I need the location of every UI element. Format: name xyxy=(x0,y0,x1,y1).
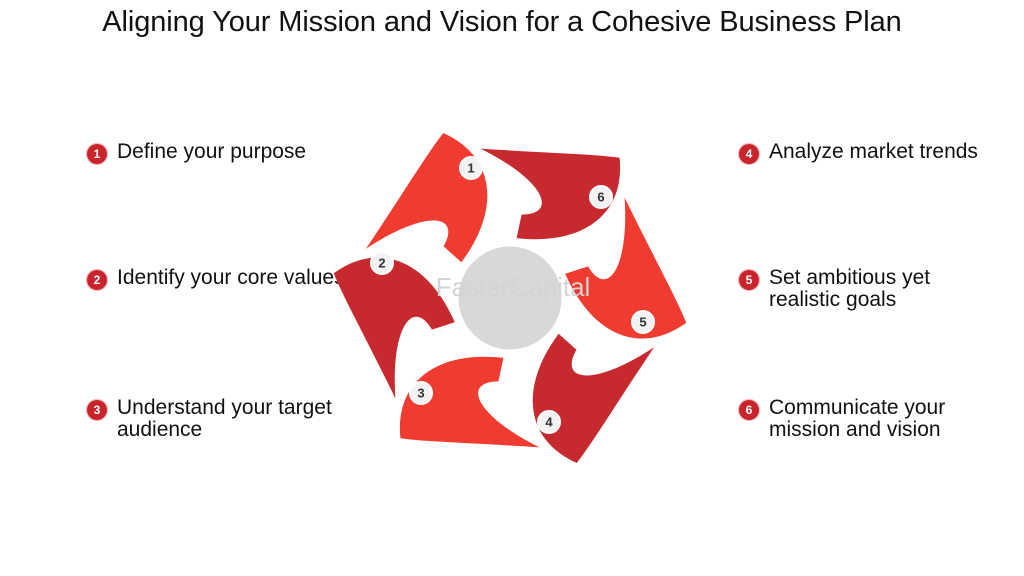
swirl-segment-3 xyxy=(532,333,655,464)
step-item-3: 3 Understand your target audience xyxy=(86,397,346,441)
watermark-text: FasterCapital xyxy=(436,272,591,302)
segment-badge-2: 2 xyxy=(370,251,394,275)
step-badge-3: 3 xyxy=(86,399,108,421)
segment-badge-number: 2 xyxy=(378,256,385,271)
step-label-2: Identify your core values xyxy=(117,266,345,289)
segment-badge-circle xyxy=(370,251,394,275)
swirl-segment-2 xyxy=(565,197,687,339)
segment-badge-6: 6 xyxy=(589,185,613,209)
swirl-segment-4 xyxy=(399,356,540,448)
segment-badge-number: 3 xyxy=(417,386,424,401)
step-badge-4: 4 xyxy=(738,143,760,165)
segment-badge-4: 4 xyxy=(537,410,561,434)
step-label-1: Define your purpose xyxy=(117,140,307,163)
segment-badge-number: 6 xyxy=(597,190,604,205)
segment-badge-5: 5 xyxy=(631,310,655,334)
segment-badge-number: 5 xyxy=(639,315,646,330)
swirl-segment-6 xyxy=(365,132,488,263)
step-label-5: Set ambitious yet realistic goals xyxy=(769,266,931,311)
segment-badge-circle xyxy=(459,156,483,180)
segment-badge-circle xyxy=(631,310,655,334)
segment-badge-3: 3 xyxy=(409,381,433,405)
step-item-1: 1 Define your purpose xyxy=(86,141,346,165)
page-title: Aligning Your Mission and Vision for a C… xyxy=(102,6,902,38)
segment-badge-1: 1 xyxy=(459,156,483,180)
step-item-6: 6 Communicate your mission and vision xyxy=(738,397,998,441)
step-label-4: Analyze market trends xyxy=(769,140,978,163)
center-circle xyxy=(453,241,567,355)
step-item-4: 4 Analyze market trends xyxy=(738,141,998,165)
step-item-5: 5 Set ambitious yet realistic goals xyxy=(738,267,998,311)
segment-badge-number: 1 xyxy=(467,161,474,176)
step-badge-6: 6 xyxy=(738,399,760,421)
swirl-segments xyxy=(333,132,687,464)
step-badge-5: 5 xyxy=(738,269,760,291)
segment-badge-number: 4 xyxy=(545,415,553,430)
swirl-segment-1 xyxy=(480,148,621,240)
segment-badge-circle xyxy=(589,185,613,209)
segment-number-badges: 1 6 5 4 3 2 xyxy=(370,156,655,434)
step-badge-1: 1 xyxy=(86,143,108,165)
step-label-6: Communicate your mission and vision xyxy=(769,396,946,441)
segment-badge-circle xyxy=(537,410,561,434)
step-item-2: 2 Identify your core values xyxy=(86,267,346,291)
swirl-segment-5 xyxy=(333,257,455,399)
step-label-3: Understand your target audience xyxy=(117,396,332,441)
step-badge-2: 2 xyxy=(86,269,108,291)
segment-badge-circle xyxy=(409,381,433,405)
